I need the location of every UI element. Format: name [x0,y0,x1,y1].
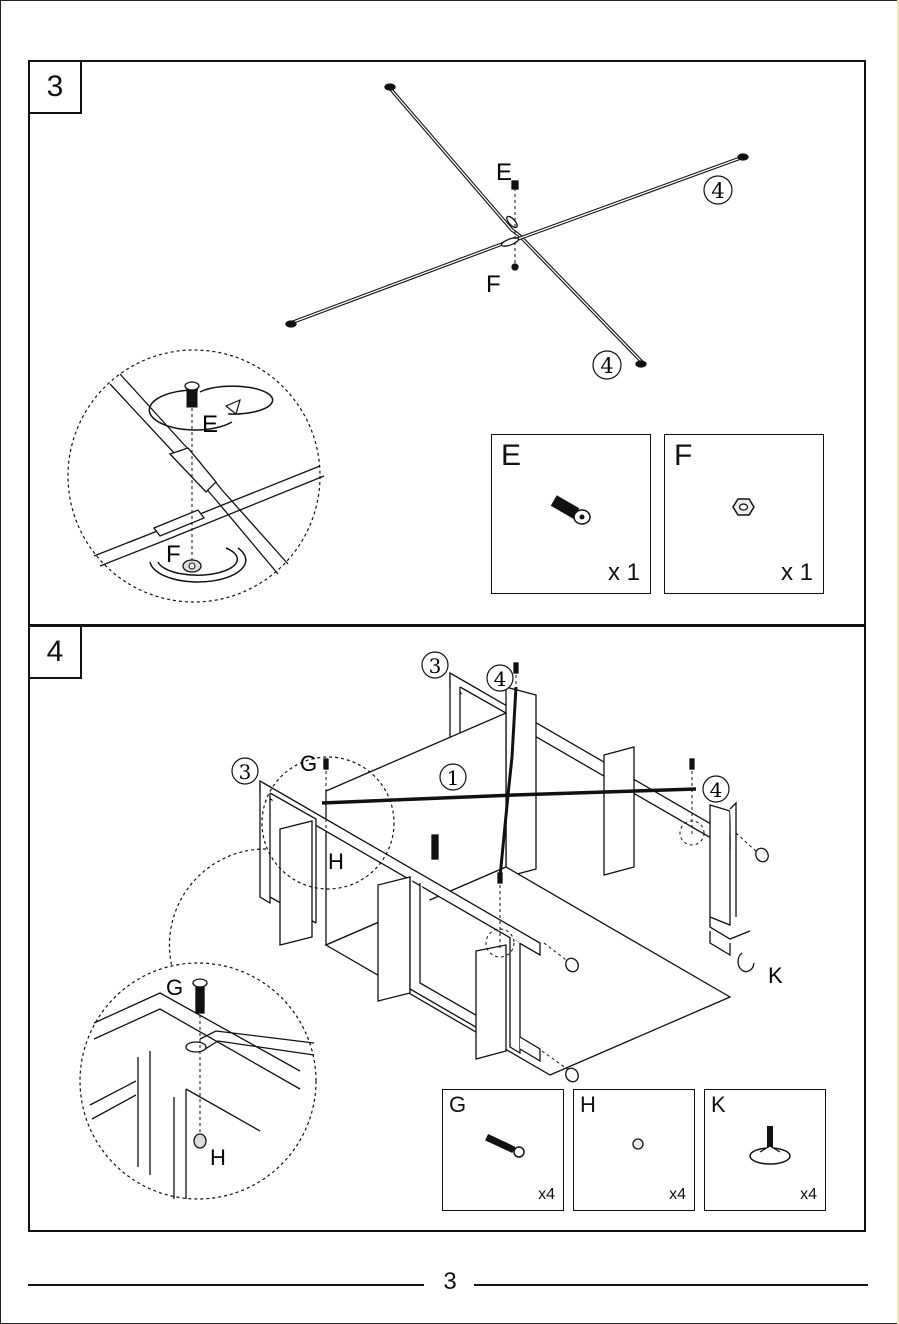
part-g-box: G x4 [442,1089,564,1211]
bolt-e-label: E [496,159,512,186]
page-number: 3 [430,1268,470,1296]
svg-text:3: 3 [429,654,442,678]
panel-1-callout: 1 [440,764,466,790]
detail-nut-f-label: F [166,541,181,568]
part-letter: G [449,1092,466,1118]
cross-4-callout-a: 4 [487,665,513,691]
frame-3-callout-back: 3 [422,652,448,678]
nut-icon [630,1136,646,1150]
part-k-box: K x4 [704,1089,826,1211]
bolt-icon [483,1130,527,1160]
step-4-panel: 4 [28,625,866,1232]
frame-3-callout-left: 3 [232,758,258,784]
detail-bolt-g-label: G [166,975,183,1000]
nut-f-label: F [486,271,501,298]
leveling-foot-icon [745,1122,795,1170]
footer-rule-right [474,1284,868,1286]
part-h-box: H x4 [573,1089,695,1211]
part-qty: x 1 [608,559,640,587]
bolt-g-label: G [300,751,317,776]
svg-text:4: 4 [711,179,724,203]
part-qty: x4 [800,1186,817,1204]
cross-4-callout-b: 4 [703,776,729,802]
step-3-panel: 3 E F 4 4 [28,60,866,626]
detail-nut-h-label: H [210,1145,226,1170]
svg-text:4: 4 [494,667,507,691]
part-letter: F [674,439,692,473]
svg-text:1: 1 [447,766,460,790]
part-qty: x4 [538,1186,555,1204]
svg-text:3: 3 [239,760,252,784]
detail-magnifier [80,963,316,1199]
bar-4-callout-b: 4 [593,351,621,379]
cross-bars [286,84,748,367]
part-letter: H [580,1092,596,1118]
svg-text:4: 4 [710,778,723,802]
bar-4-callout-a: 4 [704,176,732,204]
part-letter: E [501,439,521,473]
part-qty: x 1 [781,559,813,587]
footer-rule-left [28,1284,424,1286]
hex-bolt-icon [548,489,598,529]
nut-h-label: H [328,849,344,874]
part-e-box: E x 1 [491,434,651,594]
hex-nut-icon [729,495,759,519]
detail-bolt-e-label: E [202,411,218,438]
foot-k-label: K [768,963,783,988]
svg-text:4: 4 [600,354,613,378]
detail-magnifier [68,350,324,602]
part-letter: K [711,1092,726,1118]
part-qty: x4 [669,1186,686,1204]
part-f-box: F x 1 [664,434,824,594]
